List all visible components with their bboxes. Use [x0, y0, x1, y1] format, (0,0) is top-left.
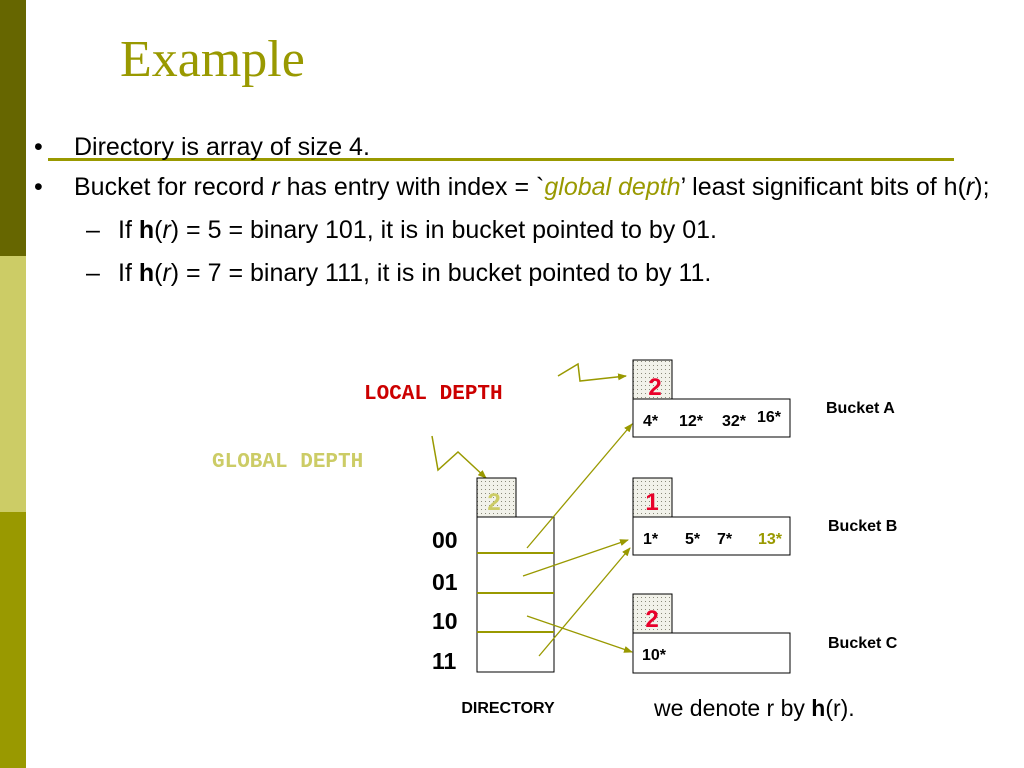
bucket-a-entry: 16*	[757, 409, 782, 426]
bullet-text: Bucket for record	[74, 173, 272, 201]
dash-icon: –	[86, 259, 100, 287]
bullet-item: • Directory is array of size 4.	[34, 130, 1009, 165]
bucket-c-box	[632, 632, 791, 674]
sub-bullet-text: ) = 5 = binary 101, it is in bucket poin…	[170, 216, 717, 244]
notation-note-text: (r).	[825, 695, 854, 721]
notation-note-function: h	[811, 695, 825, 721]
bucket-a-entry: 12*	[679, 413, 704, 430]
bullet-variable: r	[965, 173, 975, 201]
title-rule	[48, 158, 954, 161]
directory-entry-label: 10	[432, 608, 458, 634]
bucket-c-label: Bucket C	[828, 635, 898, 652]
global-depth-label: GLOBAL DEPTH	[212, 451, 363, 474]
bucket-a-local-depth-box	[632, 359, 673, 400]
sub-bullet-text: If	[118, 216, 139, 244]
bucket-c-local-depth: 2	[645, 606, 658, 633]
dash-icon: –	[86, 216, 100, 244]
bucket-b-entry-new: 13*	[758, 531, 783, 548]
pointer-11-to-bucket-b	[538, 547, 631, 657]
sub-bullet-item: – If h(r) = 5 = binary 101, it is in buc…	[34, 213, 1009, 248]
local-depth-label: LOCAL DEPTH	[364, 383, 503, 406]
bullet-text: ’ least significant bits of h(	[680, 173, 966, 201]
bullet-item: • Bucket for record r has entry with ind…	[34, 170, 1009, 205]
directory-entry-label: 01	[432, 569, 458, 595]
sub-bullet-item: – If h(r) = 7 = binary 111, it is in buc…	[34, 256, 1009, 291]
sidebar-block-top	[0, 0, 26, 256]
sidebar-block-bottom	[0, 512, 26, 768]
sub-bullet-text: (	[154, 259, 163, 287]
bucket-b-entry: 1*	[643, 531, 659, 548]
bullet-list: • Directory is array of size 4. • Bucket…	[34, 130, 1009, 291]
bullet-dot-icon: •	[34, 173, 43, 201]
sub-bullet-variable: r	[162, 259, 171, 287]
slide-title: Example	[120, 31, 305, 88]
bucket-b-entry: 5*	[685, 531, 701, 548]
bucket-c-local-depth-box	[632, 593, 673, 634]
global-depth-callout-arrow	[431, 435, 487, 479]
global-depth-box	[476, 477, 517, 518]
hash-function: h	[138, 259, 155, 287]
notation-note-text: we denote r by	[653, 695, 811, 721]
bullet-text: );	[974, 173, 990, 201]
bucket-a-label: Bucket A	[826, 400, 895, 417]
hash-function: h	[138, 216, 155, 244]
bucket-a-local-depth: 2	[648, 374, 661, 401]
bucket-b-local-depth: 1	[645, 489, 658, 516]
pointer-10-to-bucket-c	[526, 615, 633, 653]
pointer-00-to-bucket-a	[526, 423, 633, 549]
sub-bullet-variable: r	[162, 216, 171, 244]
local-depth-callout-arrow	[557, 362, 627, 382]
global-depth-value: 2	[487, 489, 500, 516]
sidebar-block-middle	[0, 256, 26, 512]
bucket-a-box	[632, 398, 791, 438]
bullet-dot-icon: •	[34, 133, 43, 161]
bullet-text: has entry with index = `	[279, 173, 545, 201]
directory-label: DIRECTORY	[461, 700, 555, 717]
bucket-b-box	[632, 516, 791, 556]
bullet-text: Directory is array of size 4.	[74, 133, 370, 161]
bullet-emphasis: global depth	[544, 173, 681, 201]
bucket-b-local-depth-box	[632, 477, 673, 518]
directory-entry-label: 11	[432, 648, 457, 674]
directory-box	[476, 516, 555, 673]
sub-bullet-text: ) = 7 = binary 111, it is in bucket poin…	[170, 259, 712, 287]
bucket-a-entry: 32*	[722, 413, 747, 430]
notation-note: we denote r by h(r).	[653, 695, 855, 721]
sidebar-accent	[0, 0, 26, 768]
sub-bullet-text: (	[154, 216, 163, 244]
bucket-a-entry: 4*	[643, 413, 659, 430]
pointer-01-to-bucket-b	[522, 539, 629, 577]
sub-bullet-text: If	[118, 259, 139, 287]
bucket-b-entry: 7*	[717, 531, 733, 548]
bullet-variable: r	[271, 173, 280, 201]
bucket-b-label: Bucket B	[828, 518, 897, 535]
bucket-c-entry: 10*	[642, 647, 667, 664]
directory-entry-label: 00	[432, 527, 458, 553]
